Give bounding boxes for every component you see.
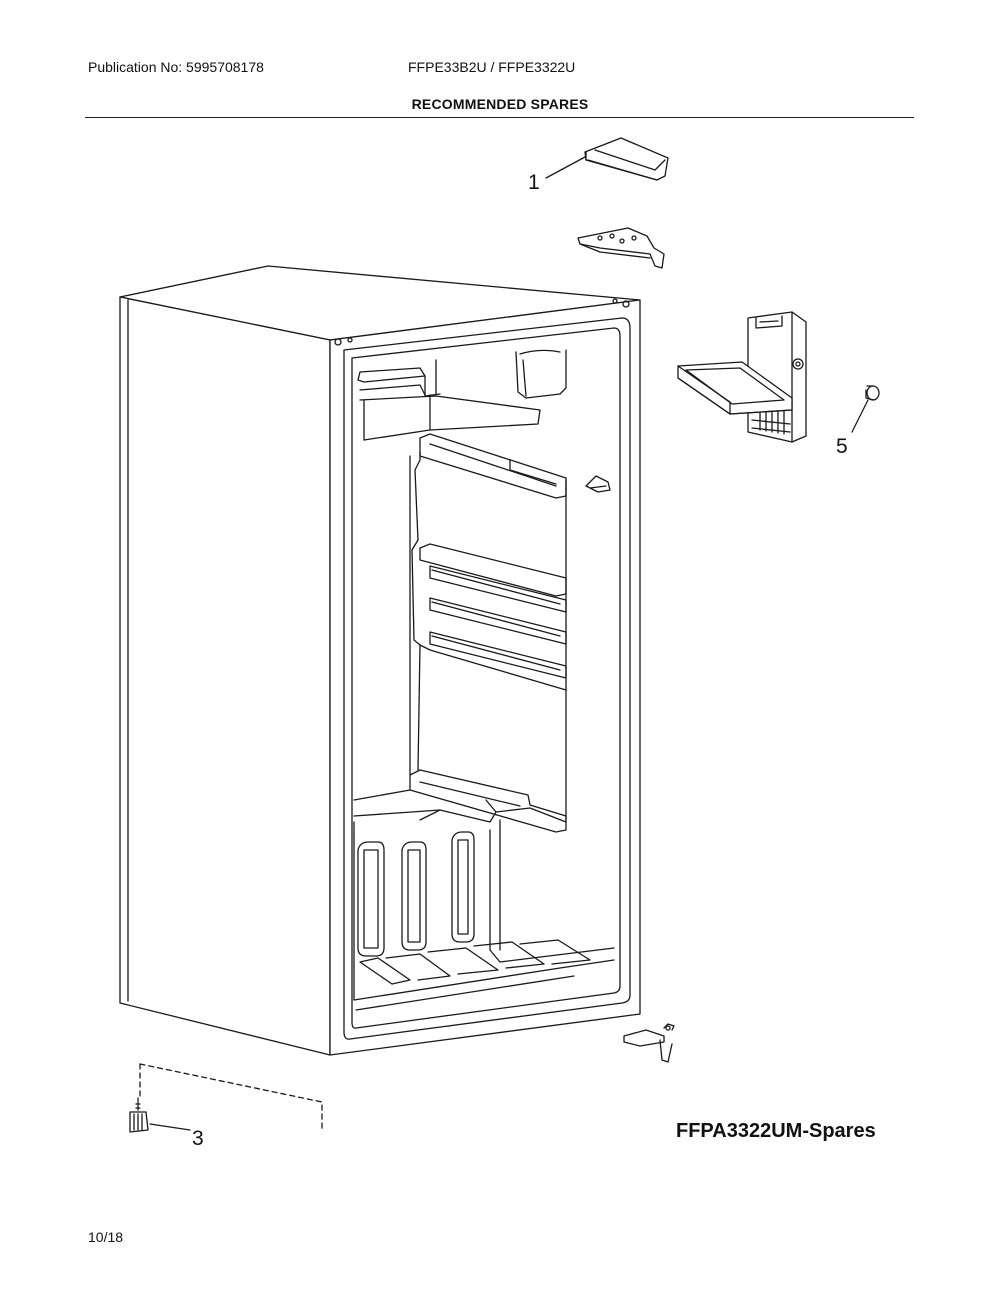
part-leveling-leg [129, 1097, 149, 1133]
part-knob [865, 385, 880, 401]
part-top-hinge [577, 227, 665, 269]
refrigerator-cabinet [119, 265, 641, 1056]
publication-number: Publication No: 5995708178 [88, 59, 264, 75]
callout-3: 3 [192, 1127, 204, 1150]
leader-line-5 [851, 399, 869, 433]
page-title: RECOMMENDED SPARES [411, 96, 589, 112]
model-numbers: FFPE33B2U / FFPE3322U [408, 59, 576, 75]
part-leveling-leg-guide [139, 1063, 323, 1133]
leader-line-1 [545, 156, 586, 179]
diagram-id-label: FFPA3322UM-Spares [676, 1120, 876, 1142]
callout-1: 1 [528, 171, 540, 194]
part-bottom-hinge [623, 1023, 675, 1063]
date-code: 10/18 [88, 1229, 124, 1245]
part-control-housing [677, 311, 807, 443]
part-hinge-cover [584, 137, 669, 181]
leader-line-3 [149, 1123, 191, 1131]
callout-5: 5 [836, 435, 848, 458]
header-divider [85, 117, 914, 118]
